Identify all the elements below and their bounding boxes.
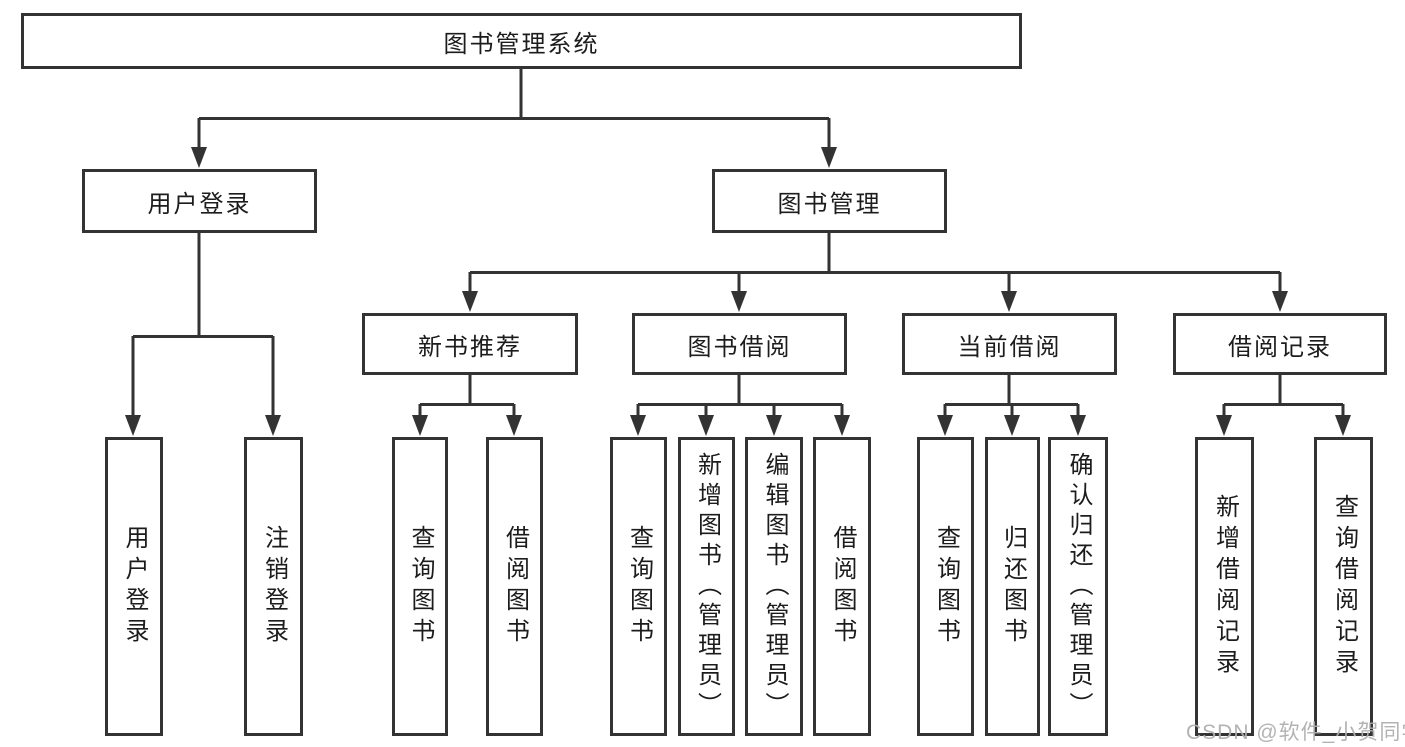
leaf-query-books-current: 查询图书	[917, 437, 974, 736]
leaf-label: 归还图书	[999, 524, 1027, 649]
node-book-management: 图书管理	[712, 169, 947, 233]
leaf-label: 查询图书	[932, 524, 960, 649]
node-label: 用户登录	[147, 190, 252, 218]
leaf-query-borrow-record: 查询借阅记录	[1314, 437, 1373, 736]
leaf-label: 查询借阅记录	[1330, 493, 1358, 680]
leaf-user-login: 用户登录	[105, 437, 163, 736]
leaf-borrow-books-recommend: 借阅图书	[486, 437, 543, 736]
node-label: 图书管理	[777, 190, 882, 218]
node-borrowing-records: 借阅记录	[1173, 313, 1387, 375]
leaf-label: 查询图书	[407, 524, 434, 649]
node-label: 图书借阅	[687, 333, 792, 361]
leaf-label: 新增借阅记录	[1211, 493, 1239, 680]
node-label: 当前借阅	[957, 333, 1062, 361]
node-label: 借阅记录	[1228, 333, 1332, 361]
leaf-label: 查询图书	[625, 524, 653, 649]
leaf-query-books-borrowing: 查询图书	[610, 437, 667, 736]
node-user-login: 用户登录	[82, 169, 317, 233]
watermark: CSDN @软件_小贺同学	[1186, 721, 1405, 744]
leaf-logout: 注销登录	[244, 437, 303, 736]
arrowheads	[125, 147, 1351, 436]
leaf-label: 编辑图书（管理员）	[761, 451, 788, 722]
leaf-label: 注销登录	[260, 524, 288, 649]
leaf-label: 用户登录	[121, 524, 148, 649]
leaf-add-borrow-record: 新增借阅记录	[1195, 437, 1254, 736]
leaf-query-books-recommend: 查询图书	[392, 437, 448, 736]
leaf-confirm-return-admin: 确认归还（管理员）	[1048, 437, 1108, 736]
leaf-edit-books-admin: 编辑图书（管理员）	[745, 437, 803, 736]
leaf-label: 借阅图书	[501, 524, 529, 649]
node-label: 新书推荐	[418, 333, 522, 361]
leaf-borrow-books-borrowing: 借阅图书	[813, 437, 871, 736]
node-current-borrowing: 当前借阅	[902, 313, 1117, 375]
node-new-book-recommendation: 新书推荐	[362, 313, 578, 375]
node-book-borrowing: 图书借阅	[632, 313, 847, 375]
leaf-add-books-admin: 新增图书（管理员）	[678, 437, 735, 736]
node-library-management-system: 图书管理系统	[21, 13, 1022, 69]
leaf-return-books: 归还图书	[985, 437, 1040, 736]
leaf-label: 借阅图书	[829, 524, 856, 649]
leaf-label: 确认归还（管理员）	[1065, 451, 1092, 722]
leaf-label: 新增图书（管理员）	[693, 451, 721, 722]
node-label: 图书管理系统	[443, 30, 600, 58]
